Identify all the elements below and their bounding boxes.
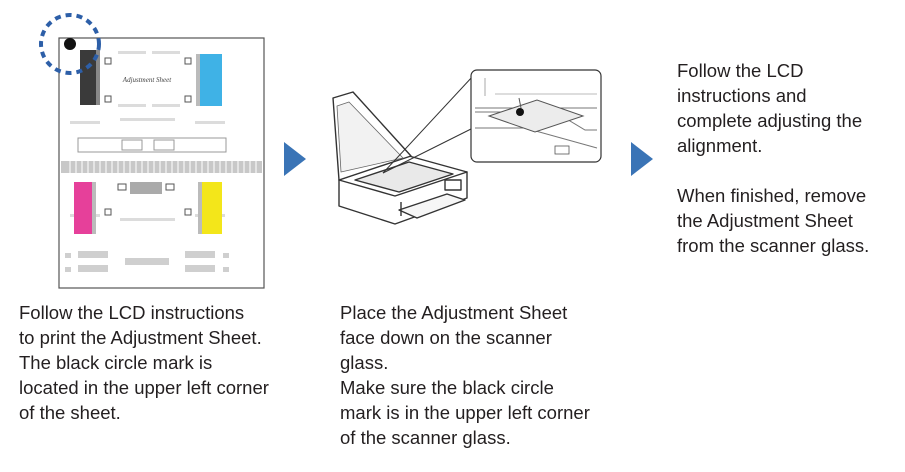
yellow-bar-edge: [198, 182, 202, 234]
text-line: from the scanner glass.: [677, 235, 870, 256]
output-tray: [398, 193, 466, 219]
text-line: of the sheet.: [19, 402, 121, 423]
sheet-square: [104, 95, 112, 103]
text-line: alignment.: [677, 135, 763, 156]
step-2-instructions: Place the Adjustment Sheet face down on …: [340, 300, 640, 450]
lid-inner: [336, 101, 404, 173]
sheet-square: [184, 95, 192, 103]
zoom-inset: [470, 69, 602, 163]
control-panel: [444, 179, 462, 191]
text-line: the Adjustment Sheet: [677, 210, 853, 231]
text-line: of the scanner glass.: [340, 427, 511, 448]
sheet-square: [184, 57, 192, 65]
text-line: glass.: [340, 352, 389, 373]
text-line: to print the Adjustment Sheet.: [19, 327, 262, 348]
text-line: Make sure the black circle: [340, 377, 554, 398]
cyan-bar: [200, 54, 222, 106]
sheet-on-glass: [487, 99, 585, 133]
black-circle-mark: [64, 38, 76, 50]
yellow-bar: [202, 182, 222, 234]
step-1-instructions: Follow the LCD instructions to print the…: [19, 300, 319, 425]
text-line: located in the upper left corner: [19, 377, 269, 398]
text-line: Place the Adjustment Sheet: [340, 302, 568, 323]
stripe-band-lines: [69, 161, 257, 173]
text-line: Follow the LCD: [677, 60, 804, 81]
magenta-bar-edge: [92, 182, 96, 234]
inset-black-circle: [516, 108, 524, 116]
middle-boxes: [77, 137, 227, 153]
bottom-boxes: [65, 251, 229, 272]
printer-scanner-illustration: [332, 69, 602, 225]
next-step-arrow: [631, 142, 653, 176]
magenta-bar: [74, 182, 92, 234]
text-line: instructions and: [677, 85, 807, 106]
adjustment-sheet-illustration: Adjustment Sheet: [39, 13, 265, 289]
sheet-square: [104, 57, 112, 65]
cyan-bar-edge: [196, 54, 200, 106]
next-step-arrow: [284, 142, 306, 176]
text-line: face down on the scanner: [340, 327, 552, 348]
stripe-band: [61, 161, 262, 173]
center-pattern: [104, 182, 192, 216]
text-line: The black circle mark is: [19, 352, 213, 373]
text-line: mark is in the upper left corner: [340, 402, 590, 423]
sheet-title: Adjustment Sheet: [122, 76, 172, 84]
text-line: complete adjusting the: [677, 110, 863, 131]
text-line: When finished, remove: [677, 185, 867, 206]
black-bar: [80, 50, 96, 105]
step-3-instructions: Follow the LCD instructions and complete…: [677, 58, 902, 258]
zoom-callout-lines: [382, 75, 474, 174]
dashed-highlight-circle: [39, 13, 101, 75]
black-bar-stripes: [96, 50, 100, 105]
scanner-glass: [354, 161, 454, 193]
text-line: Follow the LCD instructions: [19, 302, 245, 323]
